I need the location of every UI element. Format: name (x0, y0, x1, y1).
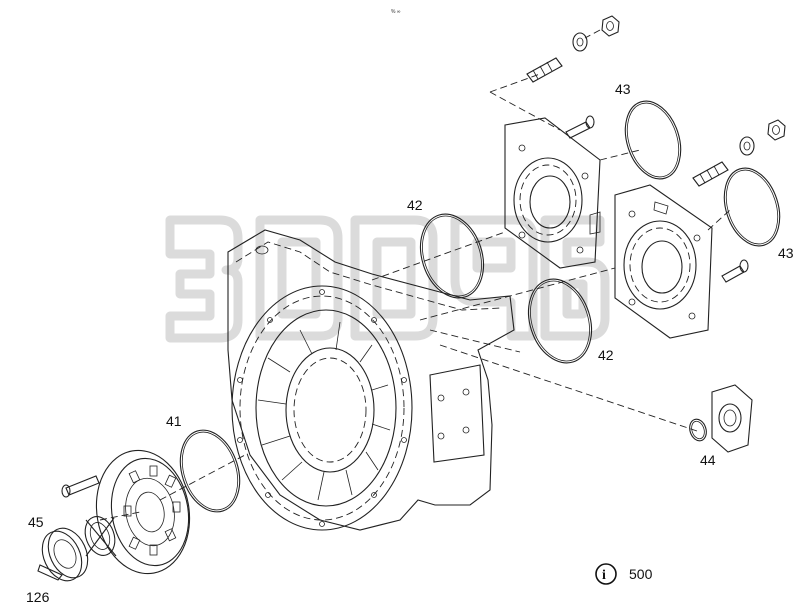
stud-upper (526, 15, 620, 83)
o-ring-43-right (723, 167, 781, 247)
callout-41: 41 (166, 413, 182, 429)
assembly-lines (99, 29, 731, 521)
bolt-right-plate (721, 259, 749, 283)
seal-ring-126 (37, 527, 89, 582)
transmission-housing (227, 229, 515, 531)
housing-ribs (257, 321, 391, 501)
front-cover-slots (123, 465, 181, 556)
o-ring-41 (179, 429, 241, 513)
cover-plate-upper (504, 117, 601, 269)
info-reference-number: 500 (629, 566, 653, 582)
callout-43-upper: 43 (615, 81, 631, 97)
o-ring-42-lower (527, 278, 593, 364)
cover-plate-right (614, 184, 713, 339)
info-icon (595, 563, 617, 585)
callout-44: 44 (700, 452, 716, 468)
bolt-upper-plate (565, 115, 595, 139)
bolt-hole (437, 432, 445, 440)
shaft-seal-45 (84, 516, 117, 557)
watermark-logo (165, 215, 610, 343)
callout-43-right: 43 (778, 245, 794, 261)
bolt-hole (462, 388, 470, 396)
o-ring-43-upper (624, 100, 682, 180)
front-cover (95, 449, 191, 575)
stud-right (692, 119, 786, 187)
info-reference: i 500 (595, 563, 653, 585)
info-icon-glyph: i (602, 568, 606, 583)
bolt-hole (437, 394, 445, 402)
top-mark: % ∞ (391, 9, 401, 15)
callout-42-lower: 42 (598, 347, 614, 363)
o-ring-42-upper (419, 213, 485, 299)
callout-126: 126 (26, 589, 50, 605)
callout-labels: 43 43 42 42 41 44 45 126 (26, 81, 794, 605)
o-ring-44 (689, 418, 707, 442)
cover-bolt (61, 475, 100, 498)
callout-42-upper: 42 (407, 197, 423, 213)
bolt-hole (462, 426, 470, 434)
flange-bolt-circle (237, 289, 407, 527)
small-cover-44 (711, 384, 753, 453)
callout-45: 45 (28, 514, 44, 530)
